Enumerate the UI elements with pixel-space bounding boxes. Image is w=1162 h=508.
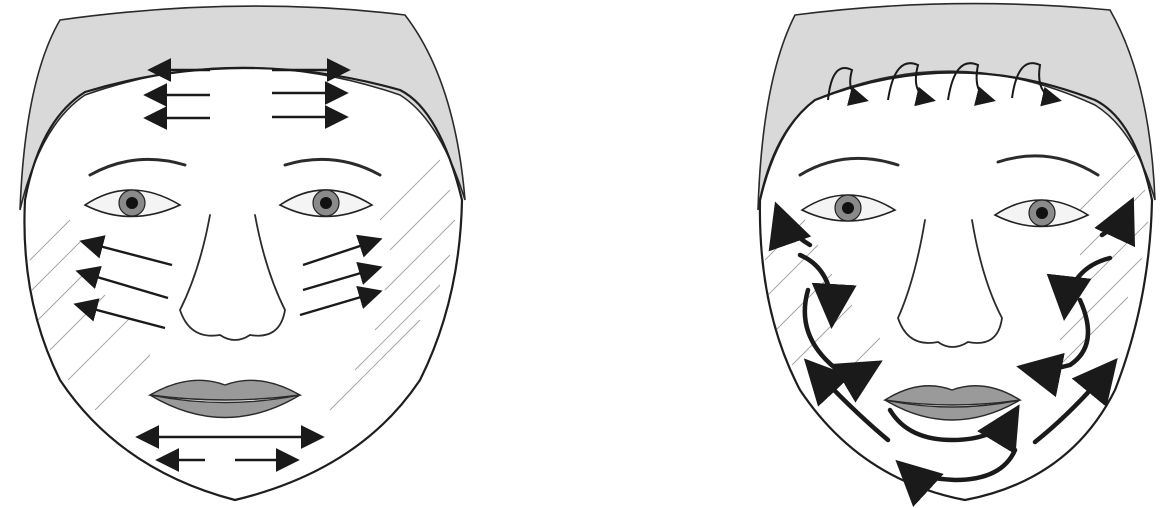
right-face-illustration — [740, 0, 1162, 508]
head-wrap — [758, 4, 1155, 210]
face-outline — [760, 73, 1152, 501]
right-brow — [998, 156, 1098, 175]
curved-arrow-icon — [805, 290, 875, 371]
right-eye — [995, 200, 1088, 227]
left-brow — [90, 159, 185, 175]
curved-arrow-icon — [810, 365, 888, 440]
lips — [150, 380, 300, 417]
arrow-icon — [303, 240, 378, 265]
curved-arrow-icon — [1035, 365, 1112, 442]
right-eye — [280, 190, 372, 217]
chin-arrows — [140, 437, 320, 460]
left-face-illustration — [0, 0, 480, 508]
right-face-panel — [740, 0, 1162, 508]
curved-arrow-icon — [778, 210, 810, 245]
cheek-arrows — [78, 240, 378, 328]
nose — [898, 220, 1002, 347]
arrow-icon — [300, 292, 378, 315]
arrow-icon — [78, 305, 165, 328]
curved-arrow-icon — [1025, 300, 1088, 369]
left-side-curved-arrows — [778, 210, 888, 440]
left-eye — [802, 195, 895, 221]
arrow-icon — [80, 272, 168, 298]
curved-arrow-icon — [902, 450, 1015, 480]
right-side-curved-arrows — [1025, 205, 1130, 442]
right-brow — [285, 159, 380, 175]
left-brow — [800, 158, 898, 175]
left-face-panel — [0, 0, 480, 508]
forehead-arrows — [148, 70, 346, 118]
face-outline — [24, 68, 462, 500]
curved-arrow-icon — [1102, 205, 1130, 235]
lips — [885, 386, 1020, 420]
arrow-icon — [84, 242, 172, 265]
shading-left — [30, 160, 455, 410]
curved-arrow-icon — [1065, 258, 1110, 312]
head-wrap — [20, 6, 465, 210]
left-eye — [85, 190, 180, 217]
arrow-icon — [303, 268, 378, 290]
nose — [180, 215, 285, 340]
